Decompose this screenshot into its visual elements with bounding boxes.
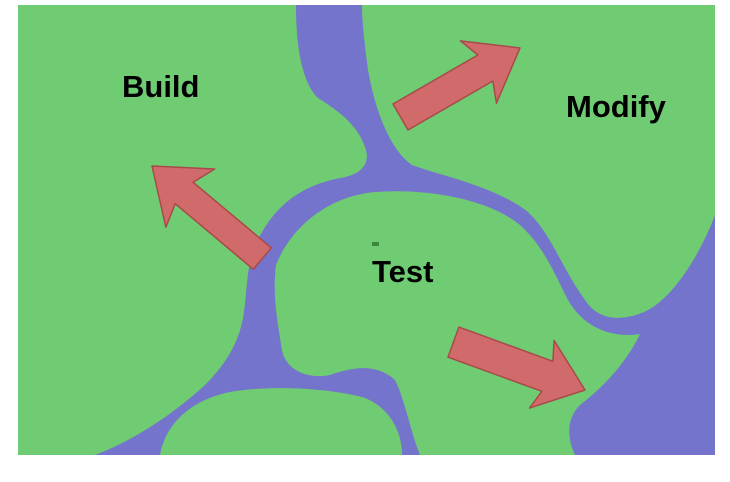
modify-label: Modify [566,89,667,124]
arrow-from-test-to-right [447,326,586,409]
marker-dot [372,242,379,246]
build-label: Build [122,69,200,104]
test-label: Test [372,254,433,289]
arrow-to-modify [392,40,521,131]
bottom-island [160,388,402,455]
build-island [18,5,367,455]
arrow-to-build [151,165,273,271]
